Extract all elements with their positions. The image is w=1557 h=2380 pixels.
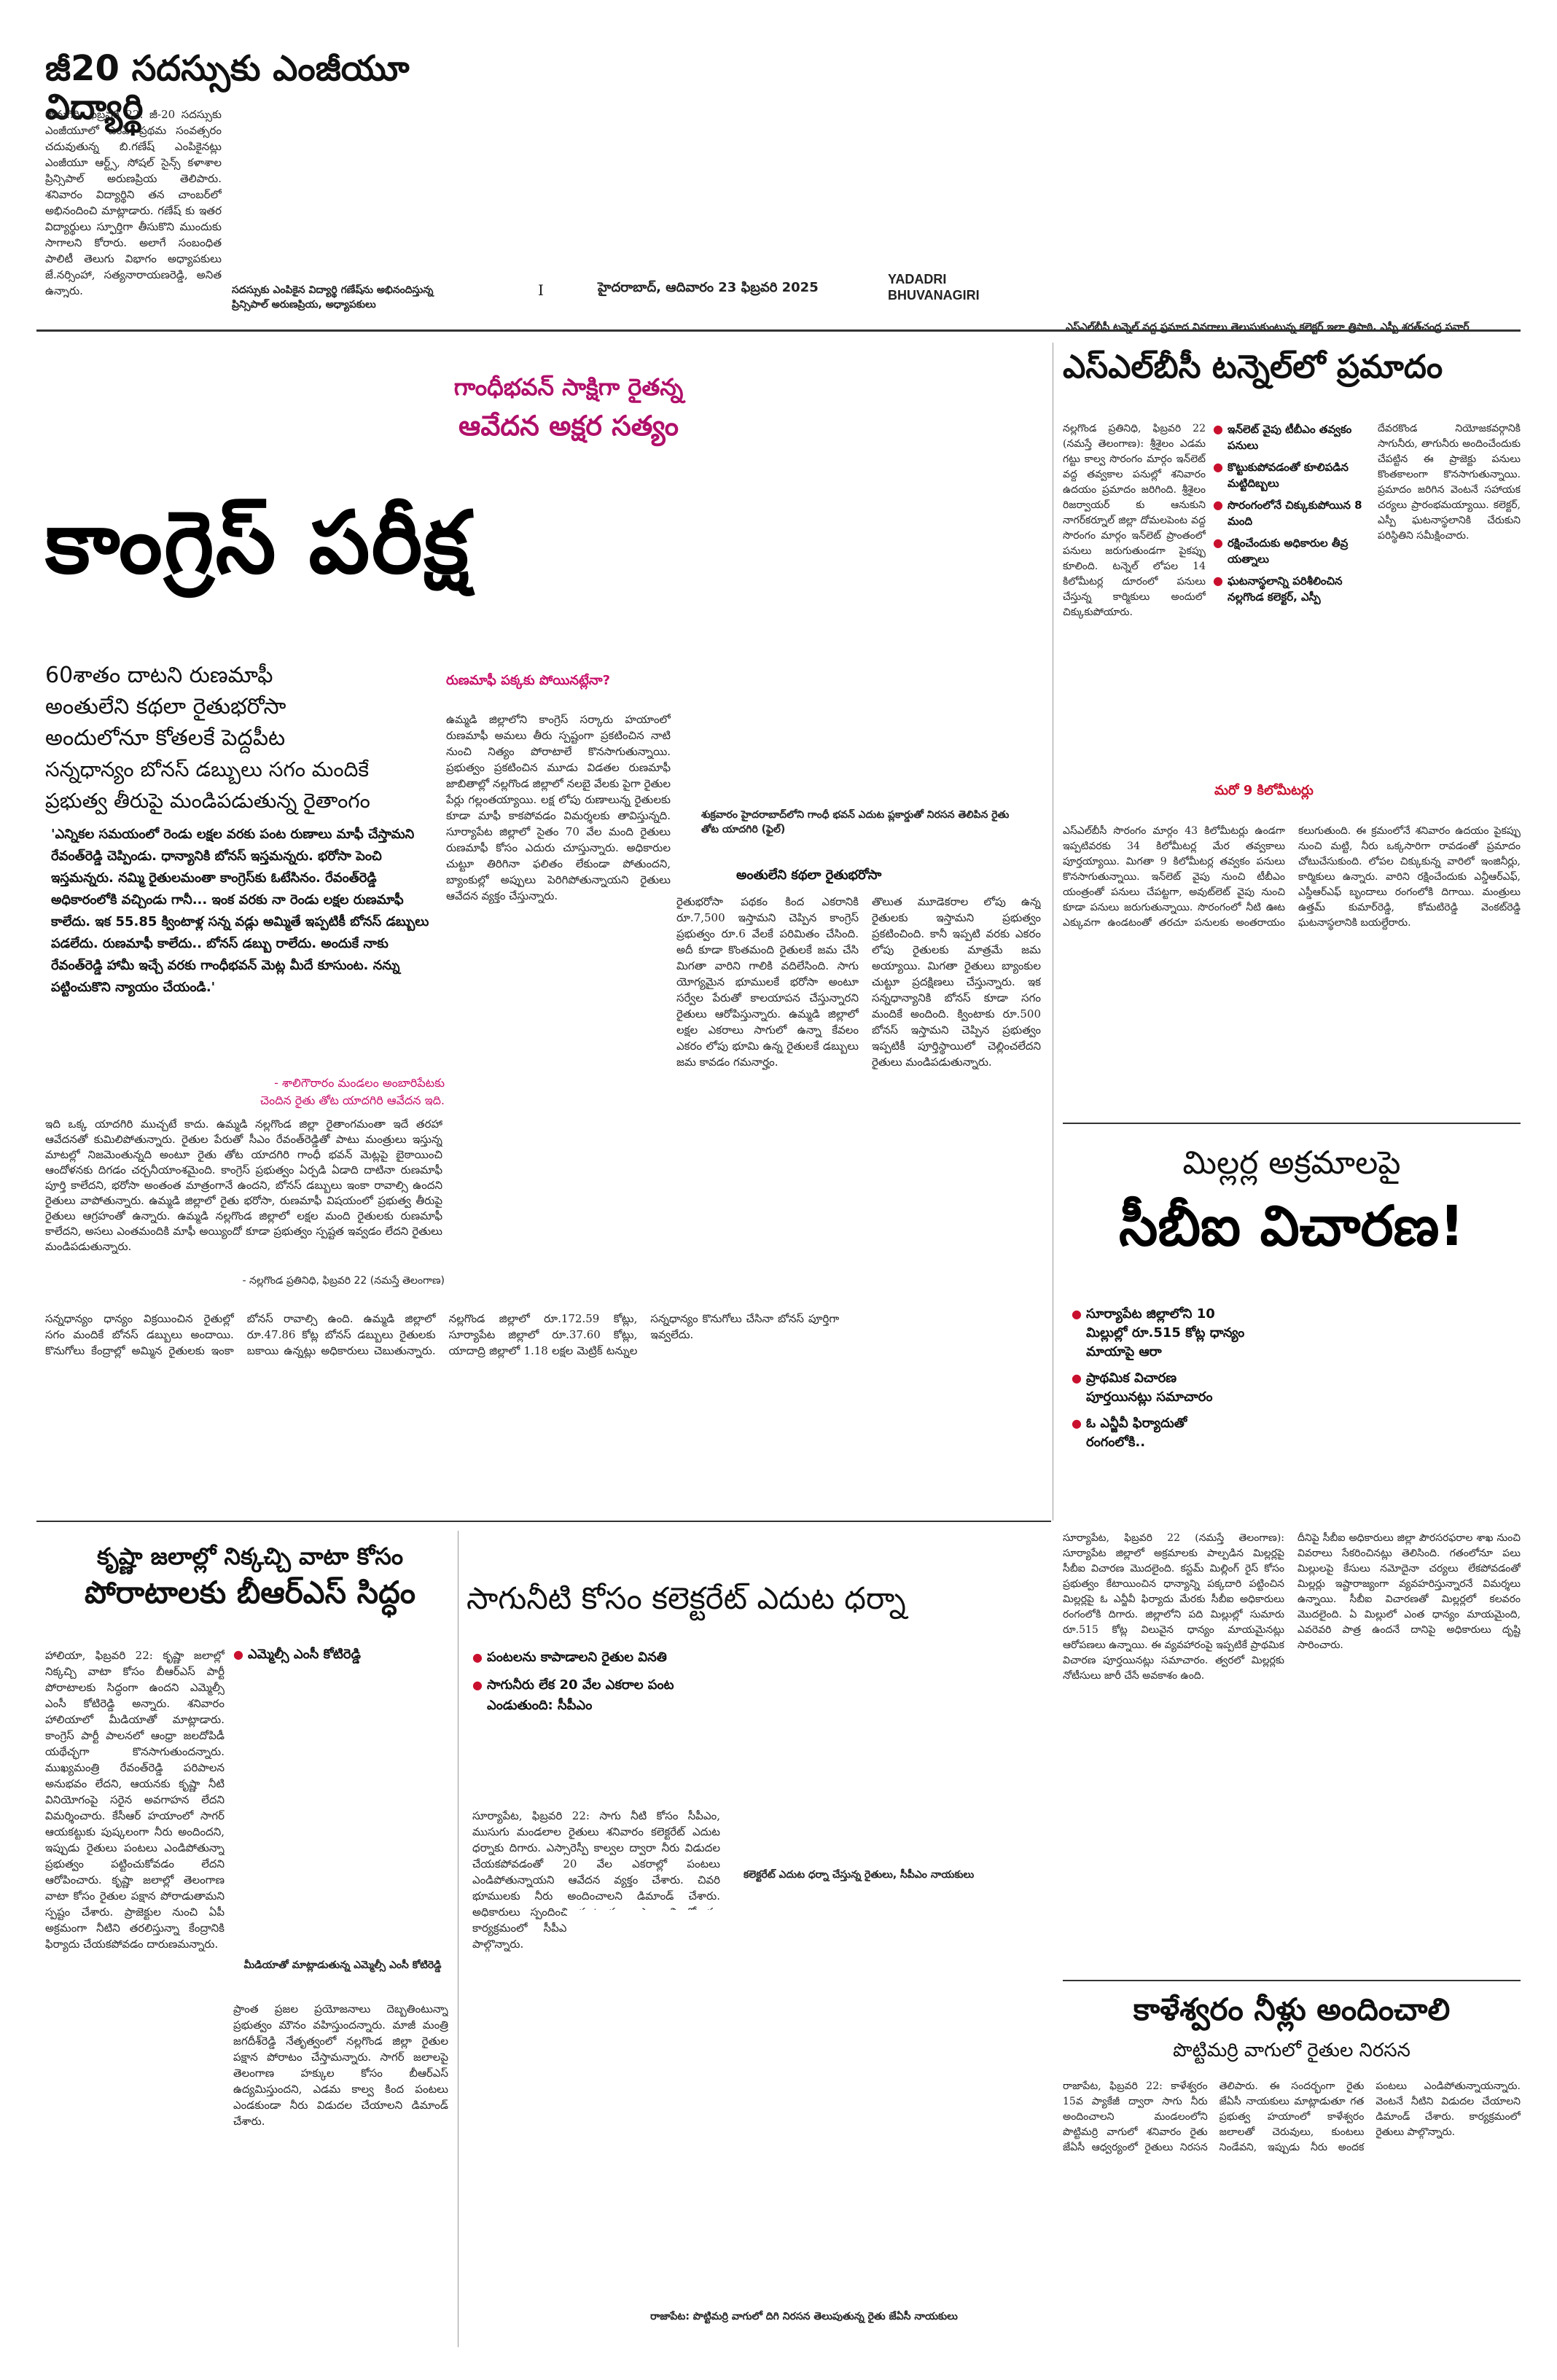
krishna-bullet: ఎమ్మెల్సీ ఎంసీ కోటిరెడ్డి [233,1644,452,1666]
krishna-body: హాలియా, ఫిబ్రవరి 22: కృష్ణా జలాల్లో నిక్… [45,1649,225,1951]
lead-headline: కాంగ్రెస్ పరీక్ష [45,492,471,593]
millers-bullets: సూర్యాపేట జిల్లాలోని 10 మిల్లుల్లో రూ.51… [1072,1305,1246,1459]
slbc-bullet-4: రక్షించేందుకు అధికారుల తీవ్ర యత్నాలు [1213,535,1369,567]
slbc-bullets: ఇన్‌లెట్ వైపు టీబీఎం తవ్వకం పనులు కొట్టు… [1213,421,1369,611]
lead-quote: 'ఎన్నికల సమయంలో రెండు లక్షల వరకు పంట రుణ… [51,827,429,995]
lead-body-bottom: సన్నధాన్యం ధాన్యం విక్రయించిన రైతుల్లో స… [45,1312,840,1357]
dateline: హైదరాబాద్, ఆదివారం 23 ఫిబ్రవరి 2025 [598,280,819,295]
krishna-headline-1: కృష్ణా జలాల్లో నిక్కచ్చి వాటా కోసం [96,1542,404,1570]
deck-line-5: ప్రభుత్వ తీరుపై మండిపడుతున్న రైతాంగం [45,789,370,813]
lead-deck: 60శాతం దాటని రుణమాఫీ అంతులేని కథలా రైతుభ… [45,660,439,816]
deck-line-3: అందులోనూ కోతలకే పెద్దపీట [45,725,286,751]
edition-label: YADADRI BHUVANAGIRI [888,272,980,303]
g20-photo [232,102,516,277]
millers-body: సూర్యాపేట, ఫిబ్రవరి 22 (నమస్తే తెలంగాణ):… [1063,1532,1284,1682]
slbc-bullet-5: ఘటనాస్థలాన్ని పరిశీలించిన నల్లగొండ కలెక్… [1213,573,1369,605]
right-rule-1 [1063,1123,1521,1124]
sagu-photo [744,1643,1042,1862]
millers-bullet-1: సూర్యాపేట జిల్లాలోని 10 మిల్లుల్లో రూ.51… [1072,1305,1246,1362]
lead-body-col3: రైతుభరోసా పథకం కింద ఎకరానికి రూ.7,500 ఇస… [676,895,859,1069]
krishna-bullets: ఎమ్మెల్సీ ఎంసీ కోటిరెడ్డి [233,1644,452,1673]
kaleshwaram-photo [567,1910,1041,2303]
krishna-headline-2: పోరాటాలకు బీఆర్ఎస్ సిద్ధం [84,1575,416,1610]
deck-line-4: సన్నధాన్యం బోనస్ డబ్బులు సగం మందికే [45,757,370,781]
kaleshwaram-subhead: పొట్టిమర్రి వాగులో రైతుల నిరసన [1173,2040,1410,2061]
slbc-subhead: మరో 9 కిలోమీటర్లు [1214,783,1314,798]
sagu-bullets: పంటలను కాపాడాలని రైతుల వినతి సాగునీరు లే… [472,1647,742,1723]
page-number: I [538,281,544,299]
lead-subhead: రుణమాఫీ పక్కకు పోయినట్లేనా? [446,673,611,688]
slbc-photo-top [1066,45,1518,315]
millers-headline-2: సీబీఐ విచారణ! [1118,1193,1465,1258]
slbc-body-lower: ఎస్ఎల్‌బీసీ సొరంగం మార్గం 43 కిలోమీటర్లు… [1063,825,1521,929]
kaleshwaram-body: రాజాపేట, ఫిబ్రవరి 22: కాళేశ్వరం 15వ ప్యా… [1063,2080,1521,2153]
lead-subhead-2: అంతులేని కథలా రైతుభరోసా [736,867,882,883]
millers-bullet-2: ప్రాథమిక విచారణ పూర్తయినట్లు సమాచారం [1072,1369,1246,1407]
right-rule-2 [1063,1980,1521,1981]
lead-byline: - నల్లగొండ ప్రతినిధి, ఫిబ్రవరి 22 (నమస్త… [242,1275,445,1287]
krishna-photo [233,1677,448,1950]
deck-line-2: అంతులేని కథలా రైతుభరోసా [45,694,286,719]
lead-photo [678,446,1039,802]
lead-photo-caption: శుక్రవారం హైదరాబాద్‌లోని గాంధీ భవన్ ఎదుట… [701,809,1010,835]
lead-body-col4: తొలుత మూడెకరాల లోపు ఉన్న రైతులకు ఇస్తామన… [872,895,1041,1069]
lead-body-left: ఇది ఒక్క యాదగిరి ముచ్చటే కాదు. ఉమ్మడి నల… [45,1117,442,1253]
lead-bottom-rule [36,1521,1051,1522]
millers-bullet-3: ఓ ఎన్జీవీ ఫిర్యాదుతో రంగంలోకి.. [1072,1414,1246,1452]
slbc-bullet-1: ఇన్‌లెట్ వైపు టీబీఎం తవ్వకం పనులు [1213,421,1369,453]
slbc-bullet-3: సొరంగంలోనే చిక్కుకుపోయిన 8 మంది [1213,497,1369,529]
lead-kicker-2: ఆవేదన అక్షర సత్యం [458,410,679,442]
g20-body: రామగిరి, ఫిబ్రవరి 22: జీ-20 సదస్సుకు ఎంజ… [45,108,222,297]
kaleshwaram-photo-caption: రాజాపేట: పొట్టిమర్రి వాగులో దిగి నిరసన త… [650,2311,958,2322]
top-rule [36,329,1521,332]
lead-kicker-1: గాంధీభవన్ సాక్షిగా రైతన్న [453,373,684,401]
sagu-bullet-1: పంటలను కాపాడాలని రైతుల వినతి [472,1647,742,1668]
slbc-top-caption: ఎస్ఎల్‌బీసీ టన్నెల్ వద్ద ప్రమాద వివరాలు … [1066,321,1470,333]
krishna-photo-caption: మీడియాతో మాట్లాడుతున్న ఎమ్మెల్సీ ఎంసీ కో… [243,1959,442,1971]
kaleshwaram-headline: కాళేశ్వరం నీళ్లు అందించాలి [1133,1991,1451,2027]
deck-line-1: 60శాతం దాటని రుణమాఫీ [45,663,273,688]
millers-headline-1: మిల్లర్ల అక్రమాలపై [1182,1144,1401,1182]
slbc-headline: ఎస్ఎల్‌బీసీ టన్నెల్‌లో ప్రమాదం [1063,348,1443,386]
g20-headline: జీ20 సదస్సుకు ఎంజీయూ విద్యార్థి [45,48,410,128]
sagu-photo-caption: కలెక్టరేట్ ఎదుట ధర్నా చేస్తున్న రైతులు, … [744,1869,975,1881]
millers-body-2: దీనిపై సీబీఐ అధికారులు జిల్లా పౌరసరఫరాల … [1298,1532,1521,1651]
sagu-headline: సాగునీటి కోసం కలెక్టరేట్ ఎదుట ధర్నా [467,1580,906,1616]
quote-attribution-1: - శాలిగౌరారం మండలం అంబారిపేటకు [274,1076,445,1090]
millers-photo [1255,1305,1521,1487]
quote-attribution-2: చెందిన రైతు తోట యాదగిరి ఆవేదన ఇది. [260,1093,445,1107]
sagu-bullet-2: సాగునీరు లేక 20 వేల ఎకరాల పంట ఎండుతుంది:… [472,1675,742,1716]
krishna-body-2: ప్రాంత ప్రజల ప్రయోజనాలు దెబ్బతింటున్నా ప… [233,2002,448,2128]
g20-caption: సదస్సుకు ఎంపికైన విద్యార్థి గణేష్‌ను అభి… [232,284,434,311]
slbc-body-right: దేవరకొండ నియోజకవర్గానికి సాగునీరు, తాగున… [1378,423,1521,542]
lead-body-middle: ఉమ్మడి జిల్లాలోని కాంగ్రెస్ సర్కారు హయాం… [446,713,671,902]
slbc-body-left: నల్లగొండ ప్రతినిధి, ఫిబ్రవరి 22 (నమస్తే … [1063,423,1206,618]
slbc-bullet-2: కొట్టుకుపోవడంతో కూలిపడిన మట్టిదిబ్బలు [1213,459,1369,491]
